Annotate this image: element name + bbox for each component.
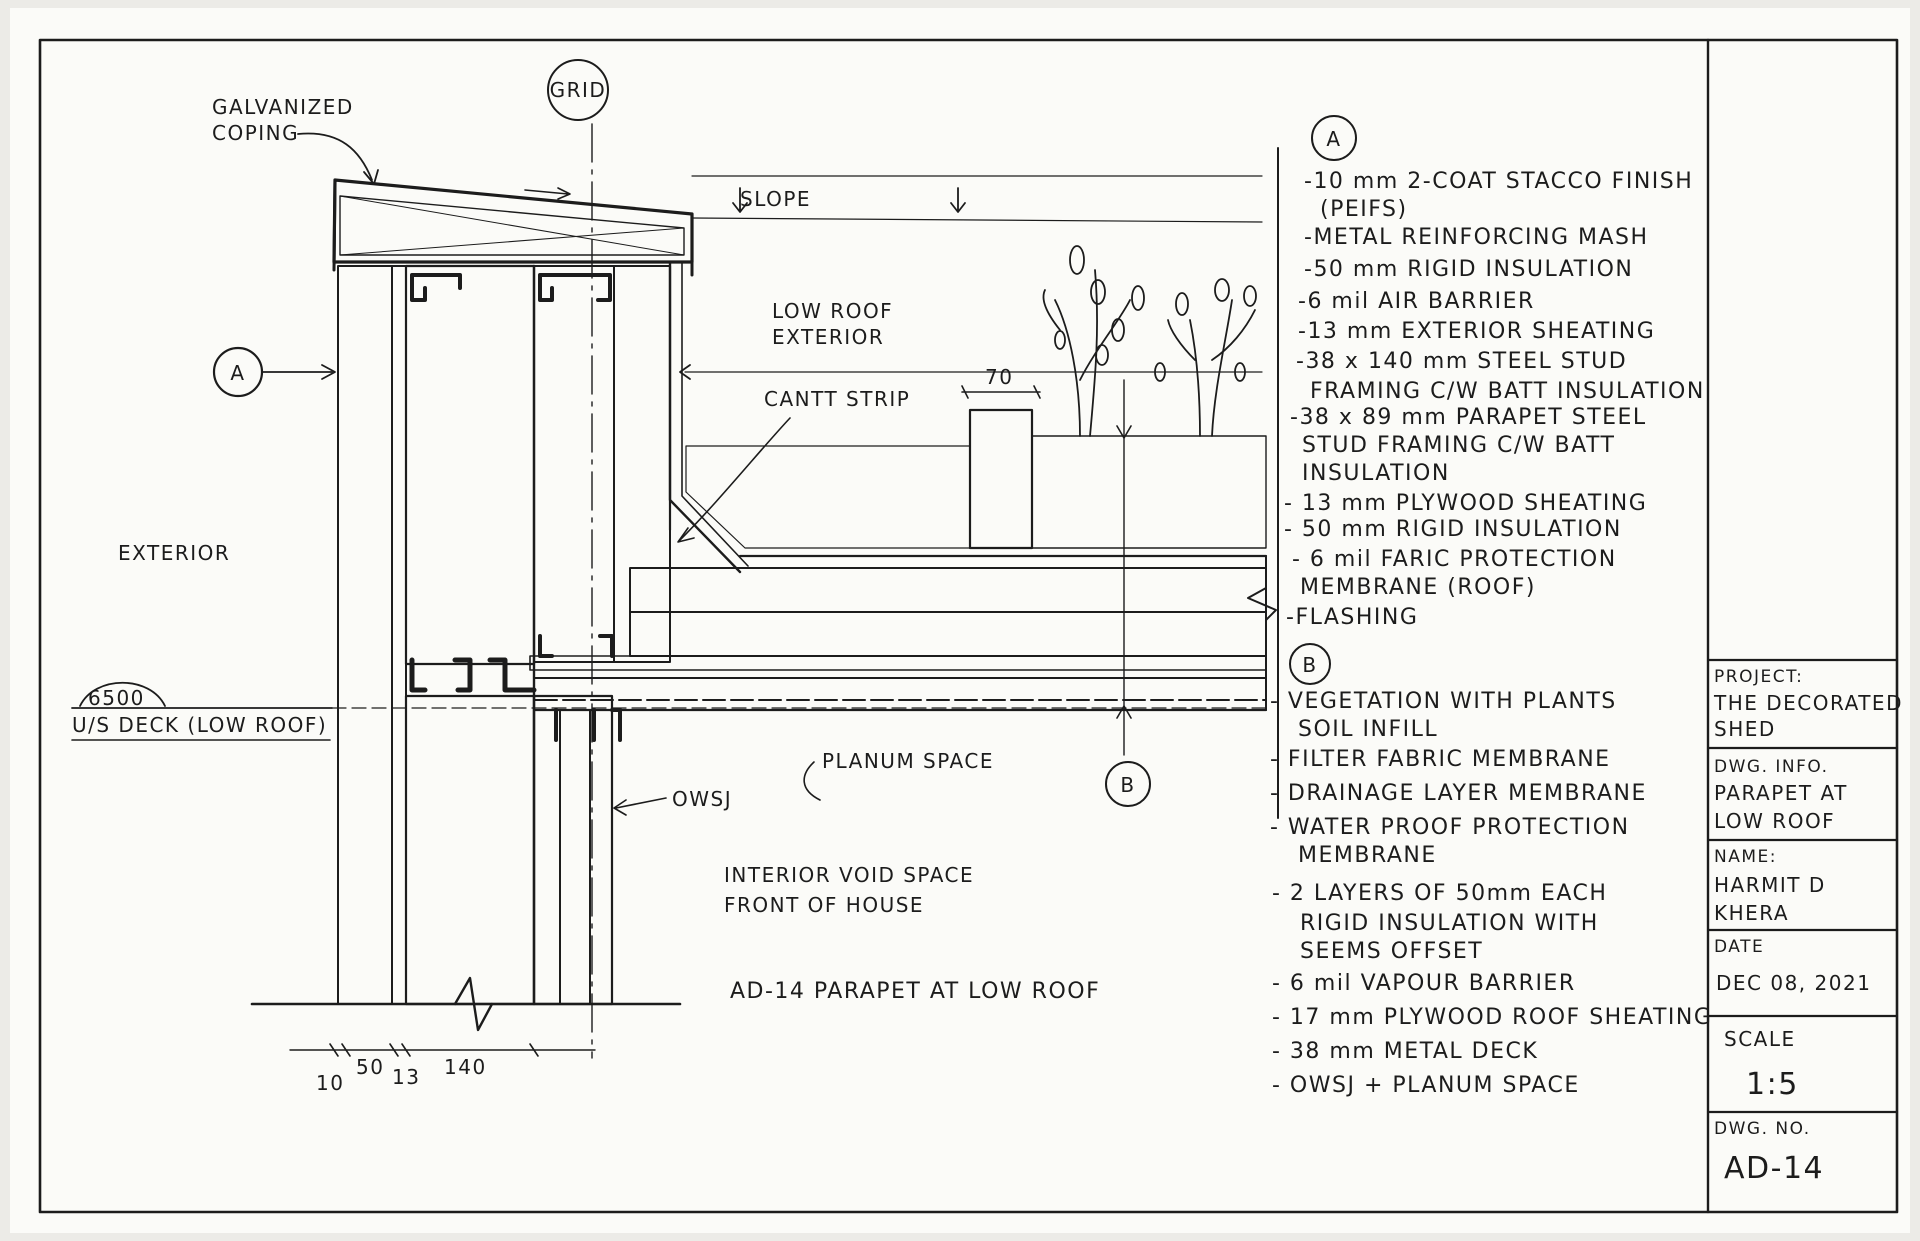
note-a-item: -FLASHING (1286, 605, 1418, 630)
grid-label: GRID (550, 78, 607, 102)
note-a-item: INSULATION (1302, 461, 1450, 486)
galvanized-label: GALVANIZED (212, 95, 354, 119)
note-a-item: -38 x 140 mm STEEL STUD (1296, 349, 1627, 374)
deck-label: U/S DECK (LOW ROOF) (72, 713, 327, 737)
dwg-info-line2: LOW ROOF (1714, 809, 1835, 833)
dim-70-line (961, 385, 1041, 399)
notes-a-list: -10 mm 2-COAT STACCO FINISH (PEIFS) -MET… (1284, 169, 1705, 630)
note-a-item: (PEIFS) (1320, 197, 1408, 222)
coping-leader (297, 132, 373, 181)
project-name-line2: SHED (1714, 717, 1776, 741)
name-line2: KHERA (1714, 901, 1789, 925)
coping-label: COPING (212, 121, 299, 145)
section-b-label: B (1120, 773, 1135, 797)
exterior-label: EXTERIOR (118, 541, 230, 565)
project-name-line1: THE DECORATED (1713, 691, 1903, 715)
note-b-item: - 38 mm METAL DECK (1272, 1039, 1538, 1064)
note-a-item: -10 mm 2-COAT STACCO FINISH (1304, 169, 1693, 194)
scale-label: SCALE (1724, 1027, 1796, 1051)
note-b-item: - 17 mm PLYWOOD ROOF SHEATING (1272, 1005, 1712, 1030)
dwg-no-label: DWG. NO. (1714, 1119, 1811, 1139)
note-a-item: - 50 mm RIGID INSULATION (1284, 517, 1622, 542)
note-b-item: - FILTER FABRIC MEMBRANE (1270, 747, 1611, 772)
notes-b-marker: B (1302, 653, 1317, 677)
elevation-marker (71, 681, 1267, 741)
elevation-value: 6500 (88, 686, 145, 710)
note-b-item: - VEGETATION WITH PLANTS (1270, 689, 1617, 714)
dim-10: 10 (316, 1071, 344, 1095)
slope-label: SLOPE (740, 187, 811, 211)
planum-label: PLANUM SPACE (822, 749, 994, 773)
cant-strip-leader (679, 417, 791, 541)
note-a-item: -13 mm EXTERIOR SHEATING (1298, 319, 1655, 344)
low-roof-label: LOW ROOF (772, 299, 893, 323)
low-roof-exterior-label: EXTERIOR (772, 325, 884, 349)
grid-bubble (547, 59, 609, 121)
scale-value: 1:5 (1746, 1067, 1799, 1102)
owsj-label: OWSJ (672, 787, 732, 811)
plant-sketches (1042, 245, 1257, 437)
note-a-item: STUD FRAMING C/W BATT (1302, 433, 1615, 458)
note-b-item: - OWSJ + PLANUM SPACE (1272, 1073, 1580, 1098)
note-b-item: RIGID INSULATION WITH (1300, 911, 1599, 936)
note-b-item: SOIL INFILL (1298, 717, 1438, 742)
note-b-item: MEMBRANE (1298, 843, 1437, 868)
interior-label: INTERIOR VOID SPACE (724, 863, 974, 887)
front-of-house-label: FRONT OF HOUSE (724, 893, 924, 917)
grid-line (547, 59, 609, 1059)
note-b-item: - 6 mil VAPOUR BARRIER (1272, 971, 1576, 996)
name-line1: HARMIT D (1714, 873, 1826, 897)
dwg-info-label: DWG. INFO. (1714, 757, 1829, 777)
dim-70-label: 70 (985, 365, 1013, 389)
drawing-border (38, 38, 1899, 1214)
project-label: PROJECT: (1714, 667, 1803, 687)
wall-section (250, 178, 694, 1032)
dim-13: 13 (392, 1065, 420, 1089)
section-a-label: A (230, 361, 245, 385)
note-a-item: -38 x 89 mm PARAPET STEEL (1290, 405, 1647, 430)
roof-assembly (524, 175, 1277, 712)
dwg-no-value: AD-14 (1724, 1151, 1824, 1186)
notes-a-marker: A (1326, 127, 1341, 151)
dim-140: 140 (444, 1055, 487, 1079)
note-a-item: MEMBRANE (ROOF) (1300, 575, 1536, 600)
paper (10, 8, 1910, 1233)
note-a-item: - 13 mm PLYWOOD SHEATING (1284, 491, 1647, 516)
notes-b-list: - VEGETATION WITH PLANTS SOIL INFILL - F… (1270, 689, 1712, 1098)
note-a-item: -6 mil AIR BARRIER (1298, 289, 1535, 314)
title-block (1706, 38, 1899, 1214)
cant-strip-arrowhead (677, 527, 695, 543)
bottom-dimension (289, 1043, 596, 1057)
owsj-leader (613, 797, 667, 816)
note-a-item: -METAL REINFORCING MASH (1304, 225, 1649, 250)
note-a-item: FRAMING C/W BATT INSULATION (1310, 379, 1705, 404)
date-label: DATE (1714, 937, 1764, 957)
note-b-item: - WATER PROOF PROTECTION (1270, 815, 1630, 840)
notes-a-bubble (1311, 115, 1357, 161)
planum-leader (803, 761, 821, 801)
notes-b-bubble (1289, 643, 1331, 685)
dwg-info-line1: PARAPET AT (1714, 781, 1848, 805)
note-b-item: SEEMS OFFSET (1300, 939, 1483, 964)
dim-50: 50 (356, 1055, 384, 1079)
note-a-item: - 6 mil FARIC PROTECTION (1292, 547, 1617, 572)
note-b-item: - DRAINAGE LAYER MEMBRANE (1270, 781, 1647, 806)
section-b-marker (1105, 379, 1151, 807)
section-a-marker (212, 346, 1263, 398)
drawing-title: AD-14 PARAPET AT LOW ROOF (730, 979, 1100, 1004)
note-b-item: - 2 LAYERS OF 50mm EACH (1272, 881, 1607, 906)
name-label: NAME: (1714, 847, 1777, 867)
coping-arrowhead (363, 169, 379, 185)
note-a-item: -50 mm RIGID INSULATION (1304, 257, 1633, 282)
cant-strip-label: CANTT STRIP (764, 387, 910, 411)
date-value: DEC 08, 2021 (1716, 971, 1871, 995)
